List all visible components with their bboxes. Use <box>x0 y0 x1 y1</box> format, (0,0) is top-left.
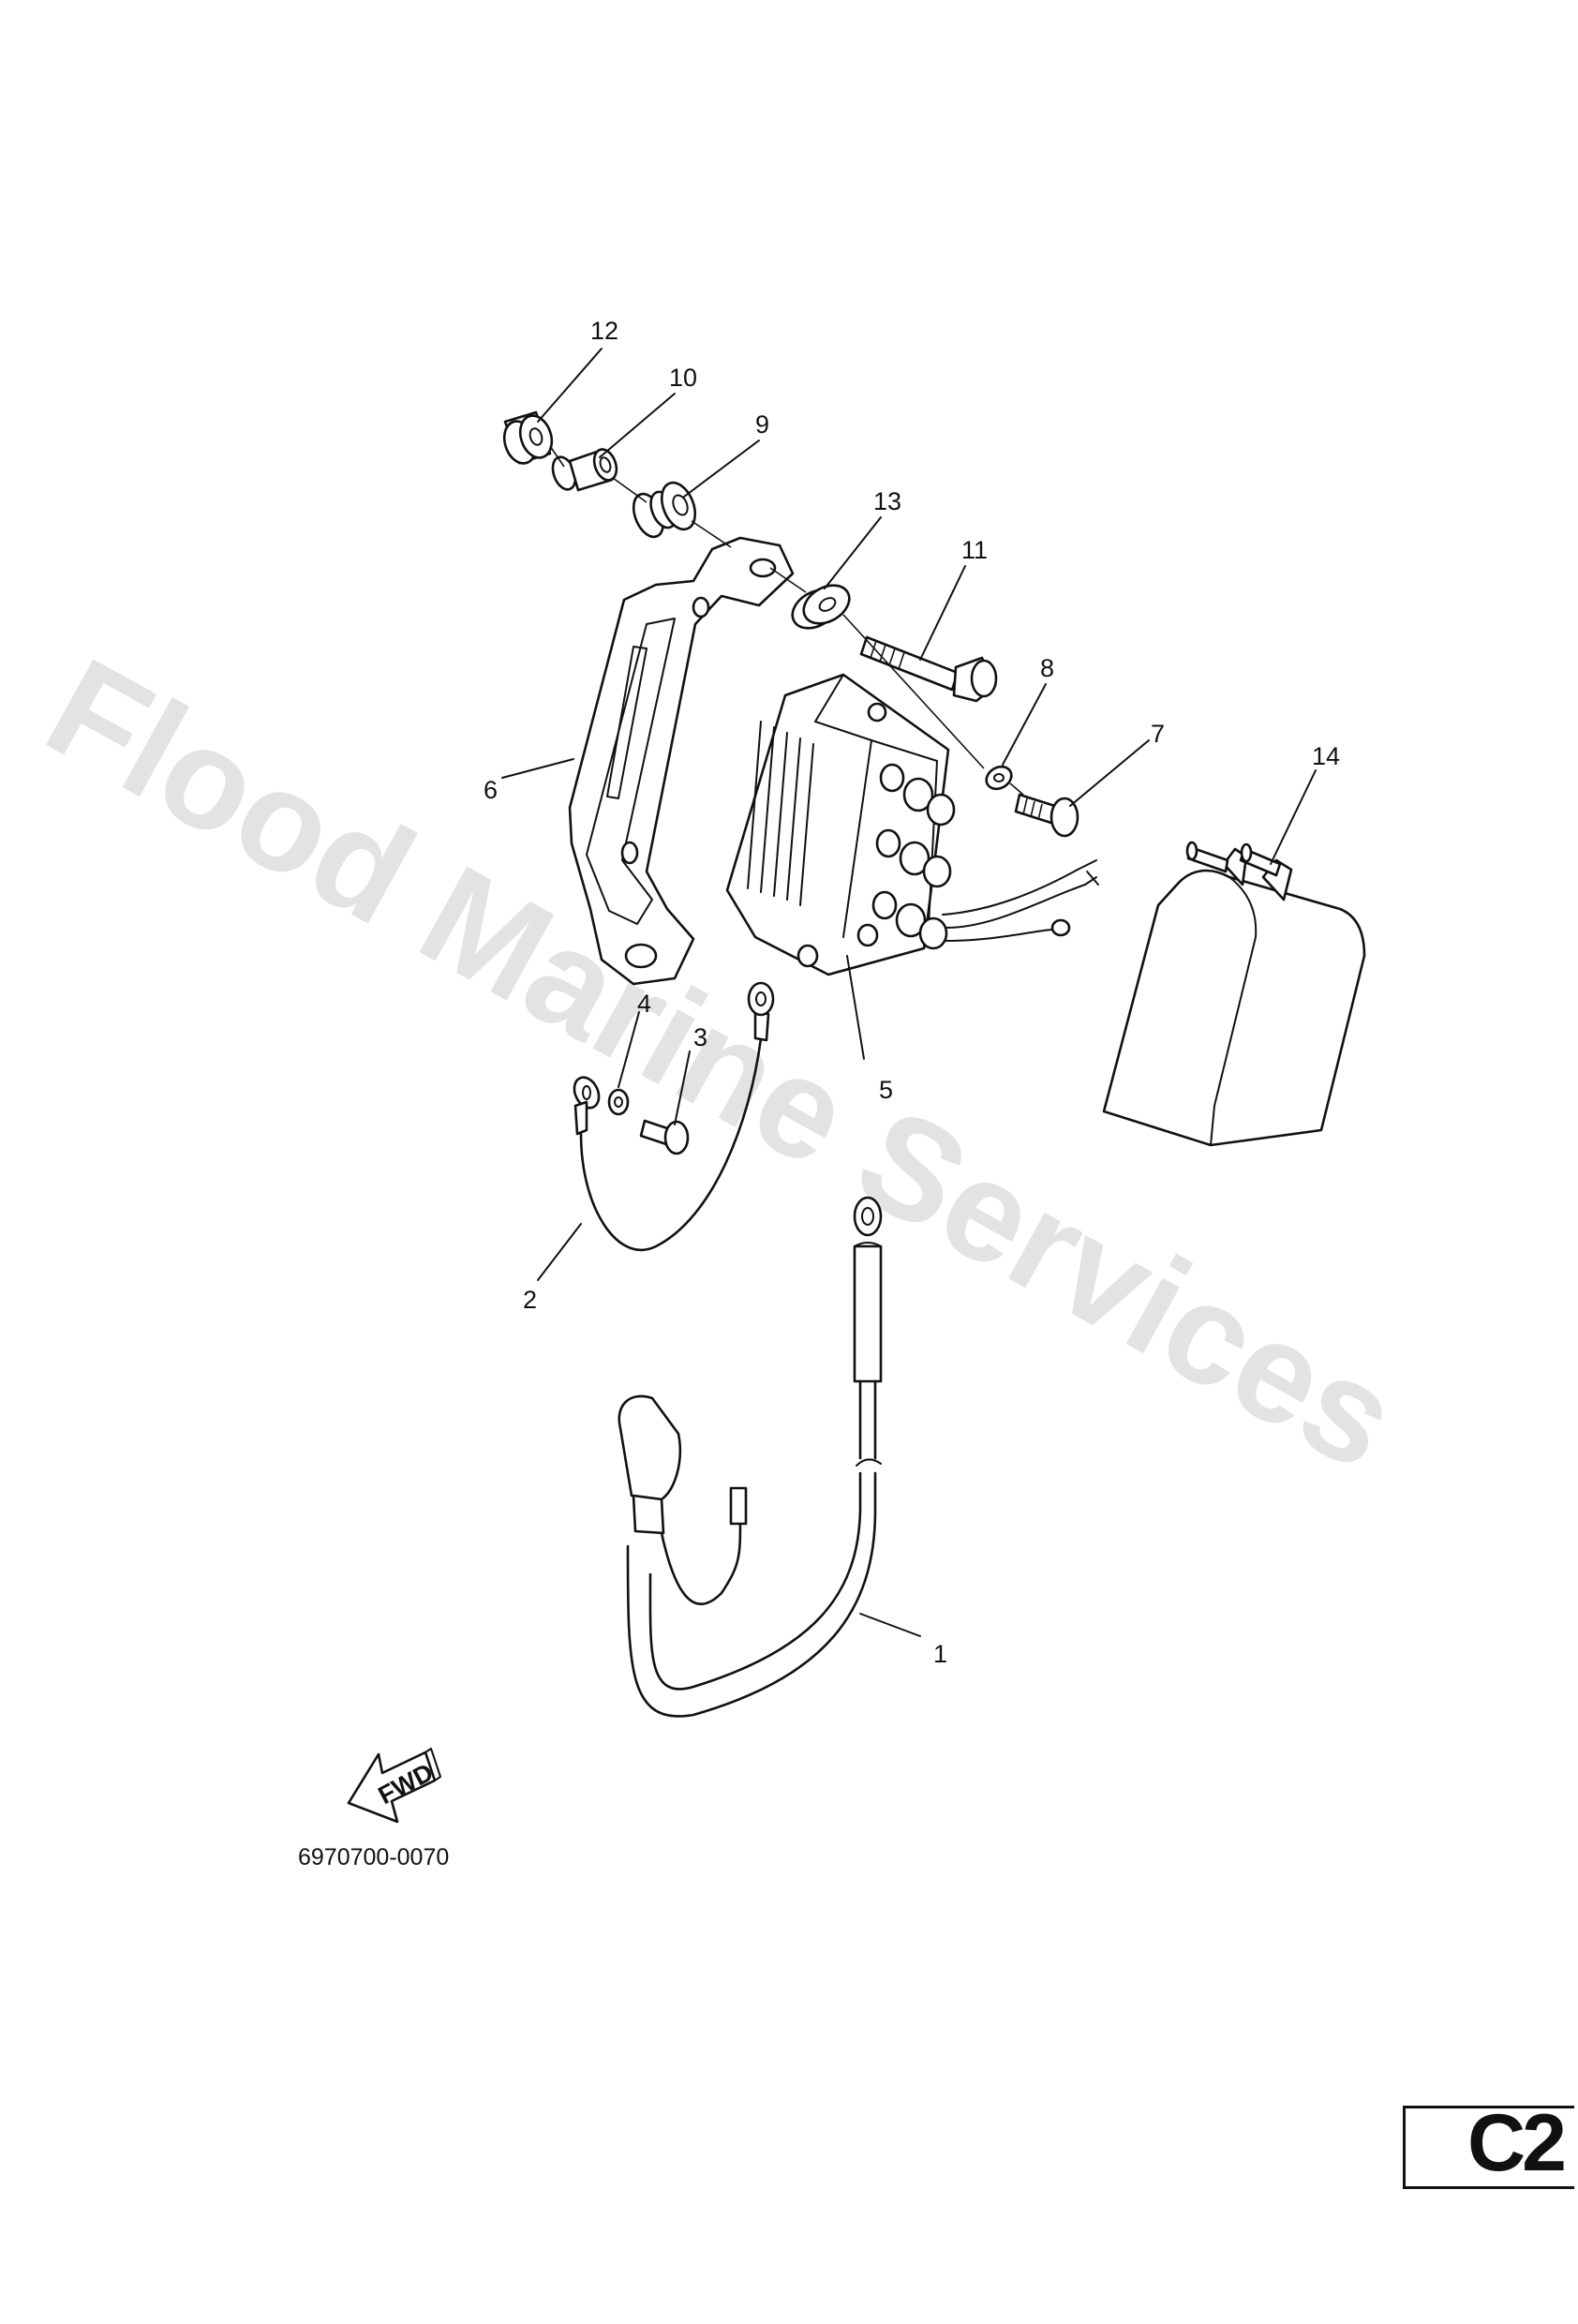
part-1-cable <box>618 1196 883 1718</box>
label-9: 9 <box>755 410 769 439</box>
fwd-arrow-icon: FWD <box>347 1748 441 1824</box>
part-4-washer <box>607 1088 630 1116</box>
label-12: 12 <box>590 317 618 345</box>
assembly-centerline <box>549 445 1024 796</box>
part-13-washer <box>791 584 851 630</box>
label-6: 6 <box>484 776 498 804</box>
part-7-bolt <box>1014 793 1079 838</box>
part-5-rectifier <box>725 673 1099 976</box>
part-3-bolt <box>639 1119 690 1155</box>
part-12-sleeve <box>502 410 554 465</box>
label-5: 5 <box>879 1076 893 1104</box>
part-8-washer <box>985 765 1013 791</box>
label-4: 4 <box>637 990 651 1018</box>
diagram-code: 6970700-0070 <box>298 1844 449 1870</box>
label-11: 11 <box>961 536 988 564</box>
page-tag: C2 <box>1467 2106 1567 2188</box>
part-10-collar <box>551 448 618 492</box>
label-13: 13 <box>873 487 901 515</box>
label-10: 10 <box>669 364 697 392</box>
part-14-box <box>1102 841 1366 1147</box>
leader-lines <box>501 348 1317 1637</box>
label-14: 14 <box>1312 742 1340 770</box>
label-3: 3 <box>693 1023 707 1051</box>
label-1: 1 <box>933 1640 947 1668</box>
label-2: 2 <box>523 1286 537 1314</box>
label-8: 8 <box>1040 654 1054 682</box>
part-11-bolt <box>859 635 998 703</box>
part-9-grommet <box>632 481 697 539</box>
label-7: 7 <box>1151 720 1165 748</box>
page-tag-box: C2 <box>1403 2106 1574 2189</box>
part-2-ground-lead <box>573 981 775 1252</box>
part-6-bracket <box>568 536 795 986</box>
